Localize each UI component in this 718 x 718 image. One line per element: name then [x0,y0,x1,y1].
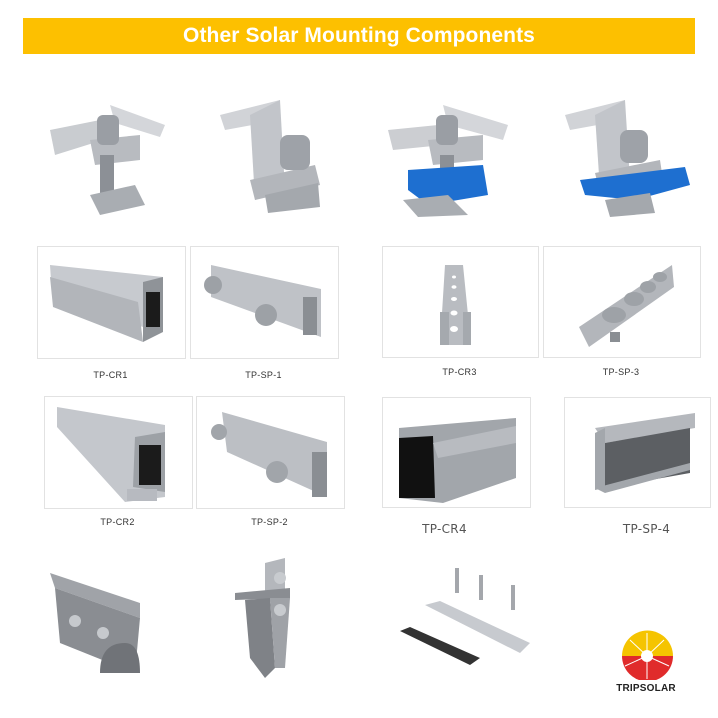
product-card-tp-sp4 [564,397,711,508]
product-card-tp-sp2 [196,396,345,509]
mini-rail-kit-icon [400,568,530,665]
product-label-tp-cr2: TP-CR2 [100,517,135,527]
product-label-tp-sp3: TP-SP-3 [602,367,640,377]
page-title-banner: Other Solar Mounting Components [23,18,695,54]
brand-name: TRIPSOLAR [616,683,676,694]
product-label-tp-sp4: TP-SP-4 [622,522,671,536]
mid-clamp-icon [50,105,165,215]
end-clamp-blue-base-icon [565,100,690,217]
rail-profile-icon [399,418,516,503]
splice-plate-icon [204,265,321,337]
product-mid-clamp [45,95,170,220]
rail-profile-icon [50,265,163,342]
product-end-clamp-blue [565,95,695,220]
product-label-tp-sp2: TP-SP-2 [251,517,288,527]
product-trapezoidal-roof-clamp [45,563,145,683]
splice-plate-icon [211,412,327,497]
tripsolar-logo [620,628,675,680]
product-mini-rail-kit [395,563,545,668]
trapezoidal-roof-clamp-icon [50,573,140,673]
product-label-tp-cr4: TP-CR4 [422,522,467,536]
standing-seam-clamp-icon [235,558,290,678]
sunburst-logo-icon [622,630,673,680]
product-label-tp-cr3: TP-CR3 [442,367,477,377]
end-clamp-icon [220,100,320,213]
product-card-tp-cr1 [37,246,186,359]
product-card-tp-sp1 [190,246,339,359]
product-card-tp-sp3 [543,246,701,358]
c-channel-rail-icon [440,265,471,345]
product-standing-seam-clamp [230,558,310,683]
product-label-tp-sp1: TP-SP-1 [245,370,282,380]
splice-channel-icon [595,413,695,493]
product-card-tp-cr4 [382,397,531,508]
rail-profile-icon [57,407,165,502]
product-end-clamp [220,95,340,220]
product-card-tp-cr2 [44,396,193,509]
mid-clamp-blue-base-icon [388,105,508,217]
page-title: Other Solar Mounting Components [183,24,535,47]
c-channel-splice-icon [579,265,674,347]
product-card-tp-cr3 [382,246,539,358]
product-mid-clamp-blue [388,95,513,220]
product-label-tp-cr1: TP-CR1 [93,370,128,380]
